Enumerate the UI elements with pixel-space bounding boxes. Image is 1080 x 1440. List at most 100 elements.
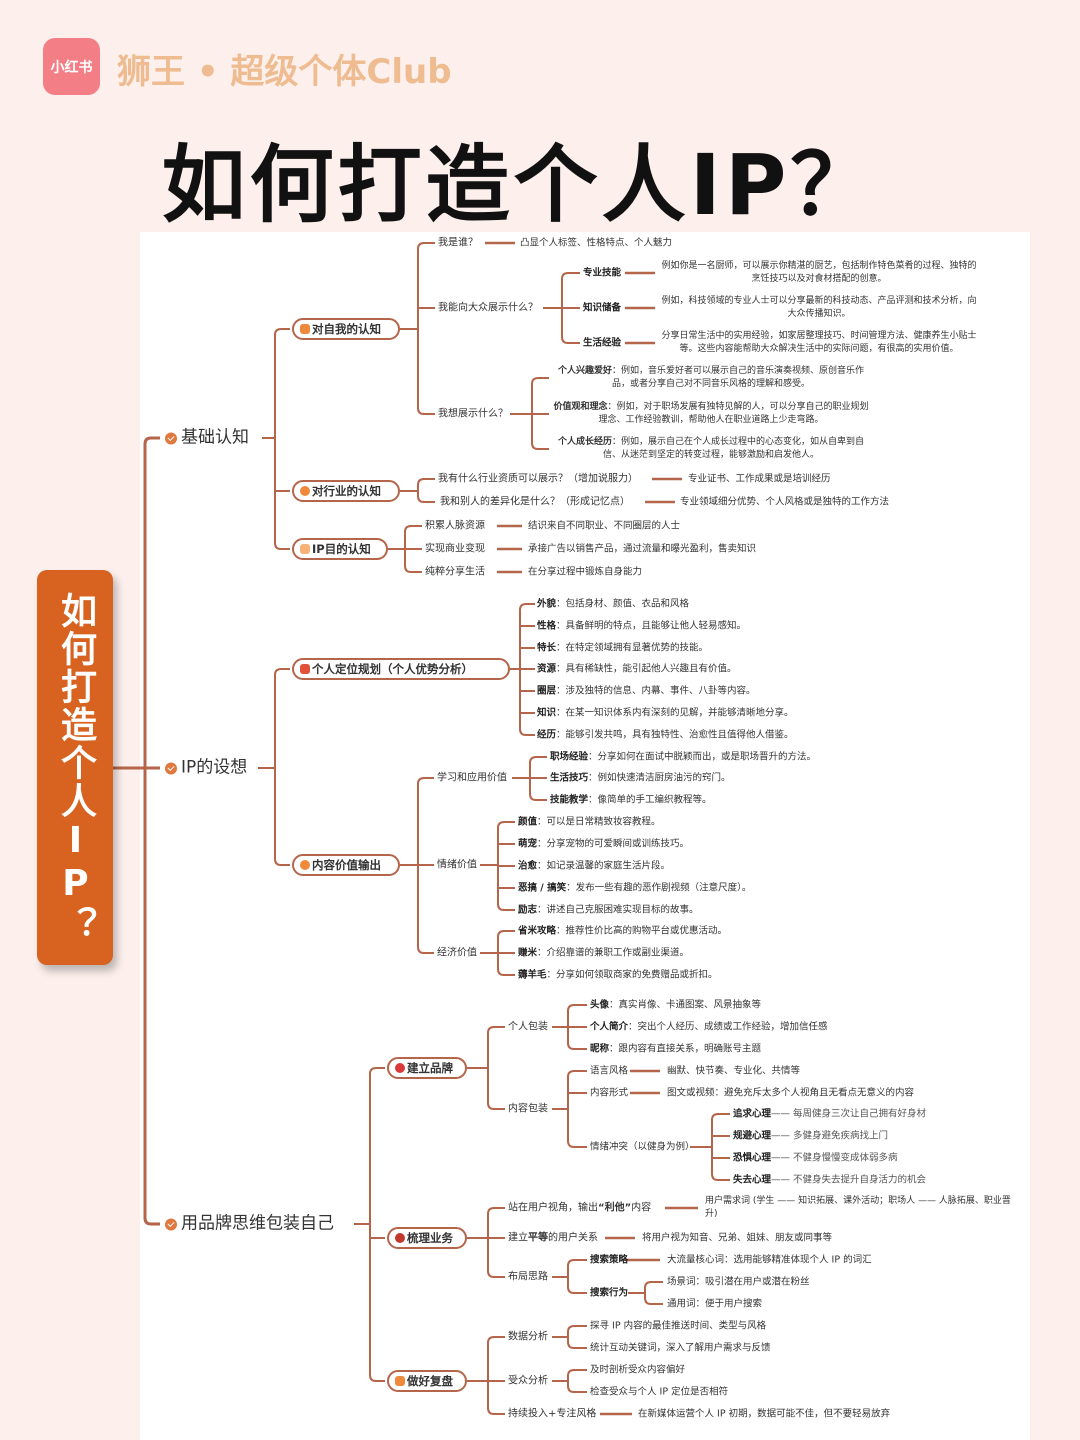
leaf-text: 专业证书、工作成果或是培训经历 (688, 473, 831, 485)
leaf-item: 薅羊毛：分享如何领取商家的免费赠品或折扣。 (518, 969, 718, 982)
leaf-value: ：可以是日常精致妆容教程。 (537, 816, 661, 828)
leaf-item: 性格：具备鲜明的特点，且能够让他人轻易感知。 (537, 620, 746, 633)
fire-icon (300, 860, 310, 870)
leaf-key: 价值观和理念 (553, 402, 608, 412)
leaf-key: 恶搞 / 搞笑 (518, 882, 567, 894)
leaf-item: 职场经验：分享如何在面试中脱颖而出，或是职场晋升的方法。 (550, 751, 816, 764)
node-label: 我有什么行业资质可以展示？（增加说服力） (438, 473, 638, 485)
node-label: 积累人脉资源 (425, 520, 485, 532)
leaf-key: 省米攻略 (518, 925, 557, 937)
leaf-key: 萌宠 (518, 838, 538, 850)
target-icon (395, 1233, 405, 1243)
leaf-text: 结识来自不同职业、不同圈层的人士 (528, 520, 681, 532)
node-label: 纯粹分享生活 (425, 566, 485, 578)
xiaohongshu-logo: 小红书 (43, 38, 100, 95)
leaf-key: 颜值 (518, 816, 538, 828)
leaf-value: ：例如，展示自己在个人成长过程中的心态变化，如从自卑到自信、从迷茫到坚定的转变过… (602, 437, 865, 460)
leaf-item: 资源：具有稀缺性，能引起他人兴趣且有价值。 (537, 663, 737, 676)
leaf-text: 将用户视为知音、兄弟、姐妹、朋友或同事等 (642, 1232, 833, 1244)
leaf-item: 赚米：介绍靠谱的兼职工作或副业渠道。 (518, 947, 689, 960)
connector (369, 1067, 385, 1382)
leaf-key: 特长 (537, 642, 557, 654)
root-node: 如何打造个人IP？ (37, 570, 113, 965)
leaf-key: 性格 (537, 620, 557, 632)
leaf-value: ：分享如何领取商家的免费赠品或折扣。 (546, 969, 718, 981)
node-label: 搜索行为 (590, 1287, 629, 1299)
text-part: 的用户关系 (548, 1232, 598, 1244)
connector (567, 1325, 587, 1349)
leaf-key: 生活技巧 (550, 772, 589, 784)
text-part: 站在用户视角，输出 (508, 1202, 598, 1214)
leaf-item: 特长：在特定领域拥有显著优势的技能。 (537, 642, 708, 655)
leaf-key: 外貌 (537, 598, 557, 610)
leaf-item: 颜值：可以是日常精致妆容教程。 (518, 816, 661, 829)
leaf-text: 及时剖析受众内容偏好 (590, 1364, 686, 1376)
leaf-text: 大流量核心词：选用能够精准体现个人 IP 的词汇 (667, 1254, 872, 1266)
leaf-item: 个人简介：突出个人经历、成绩或工作经验，增加信任感 (590, 1021, 828, 1034)
leaf-key: 圈层 (537, 685, 557, 697)
node-label: 我想展示什么？ (438, 408, 508, 420)
node-label: 对行业的认知 (312, 483, 381, 498)
face-icon (300, 664, 310, 674)
leaf-value: ：如记录温馨的家庭生活片段。 (537, 860, 671, 872)
leaf-item: 规避心理—— 多健身避免疾病找上门 (733, 1130, 888, 1143)
node-content-value: 内容价值输出 (292, 854, 400, 876)
leaf-text: 在新媒体运营个人 IP 初期，数据可能不佳，但不要轻易放弃 (638, 1408, 891, 1420)
leaf-value: ：例如，音乐爱好者可以展示自己的音乐演奏视频、原创音乐作品，或者分享自己对不同音… (611, 366, 865, 389)
node-label: 梳理业务 (407, 1230, 453, 1245)
node-label: 我和别人的差异化是什么？（形成记忆点） (440, 496, 630, 508)
leaf-text: 个人成长经历：例如，展示自己在个人成长过程中的心态变化，如从自卑到自信、从迷茫到… (552, 436, 870, 462)
leaf-value: ：在特定领域拥有显著优势的技能。 (556, 642, 709, 654)
leaf-key: 个人成长经历 (557, 437, 612, 447)
target-icon (300, 486, 310, 496)
text-part: “利他” (598, 1202, 632, 1214)
leaf-key: 励志 (518, 904, 538, 916)
node-self: 对自我的认知 (292, 318, 400, 340)
node-label: IP目的认知 (312, 541, 371, 556)
leaf-item: 恶搞 / 搞笑：发布一些有趣的恶作剧视频（注意尺度）。 (518, 882, 751, 895)
node-label: 实现商业变现 (425, 543, 485, 555)
leaf-item: 萌宠：分享宠物的可爱瞬间或训练技巧。 (518, 838, 689, 851)
node-review: 做好复盘 (387, 1370, 467, 1392)
leaf-value: ：例如快速清洁厨房油污的窍门。 (588, 772, 731, 784)
leaf-key: 资源 (537, 663, 557, 675)
node-label: 情绪冲突（以健身为例） (590, 1141, 695, 1153)
node-label: 语言风格 (590, 1065, 629, 1077)
connector (711, 1113, 730, 1181)
brand-name: 狮王 • 超级个体Club (117, 52, 452, 92)
leaf-key: 个人简介 (590, 1021, 629, 1033)
node-label: 内容包装 (508, 1103, 548, 1115)
connector (644, 1281, 663, 1305)
leaf-text: 图文或视频：避免充斥太多个人视角且无看点无意义的内容 (667, 1087, 915, 1099)
leaf-value: ：具备鲜明的特点，且能够让他人轻易感知。 (556, 620, 747, 632)
leaf-key: 失去心理 (733, 1174, 772, 1186)
check-icon (165, 432, 177, 444)
leaf-value: ：推荐性价比高的购物平台或优惠活动。 (556, 925, 728, 937)
leaf-key: 头像 (590, 999, 610, 1011)
connector (567, 1070, 587, 1148)
node-label: 搜索策略 (590, 1254, 629, 1266)
leaf-text: 承接广告以销售产品，通过流量和曝光盈利，售卖知识 (528, 543, 757, 555)
node-label: 对自我的认知 (312, 321, 381, 336)
node-build-brand: 建立品牌 (387, 1057, 467, 1079)
leaf-text: 分享日常生活中的实用经验，如家居整理技巧、时间管理方法、健康养生小贴士等。这些内… (661, 331, 977, 354)
leaf-value: ：发布一些有趣的恶作剧视频（注意尺度）。 (566, 882, 752, 894)
leaf-text: 探寻 IP 内容的最佳推送时间、类型与风格 (590, 1320, 767, 1332)
leaf-item: 追求心理—— 每周健身三次让自己拥有好身材 (733, 1108, 926, 1121)
connector (487, 1207, 505, 1278)
branch-label: 基础认知 (181, 427, 249, 448)
leaf-item: 生活技巧：例如快速清洁厨房油污的窍门。 (550, 772, 731, 785)
leaf-text: 幽默、快节奏、专业化、共情等 (667, 1065, 801, 1077)
leaf-item: 经历：能够引发共鸣，具有独特性、治愈性且值得他人借鉴。 (537, 729, 794, 742)
leaf-key: 赚米 (518, 947, 538, 959)
leaf-text: 检查受众与个人 IP 定位是否相符 (590, 1386, 729, 1398)
node-industry: 对行业的认知 (292, 480, 400, 502)
leaf-key: 治愈 (518, 860, 538, 872)
check-icon (165, 762, 177, 774)
connector (487, 1336, 505, 1415)
node-label: 内容价值输出 (312, 857, 381, 872)
leaf-value: ：分享如何在面试中脱颖而出，或是职场晋升的方法。 (588, 751, 817, 763)
leaf-value: ：能够引发共鸣，具有独特性、治愈性且值得他人借鉴。 (556, 729, 794, 741)
node-label: 内容形式 (590, 1087, 629, 1099)
leaf-value: ：跟内容有直接关系，明确账号主题 (609, 1043, 762, 1055)
